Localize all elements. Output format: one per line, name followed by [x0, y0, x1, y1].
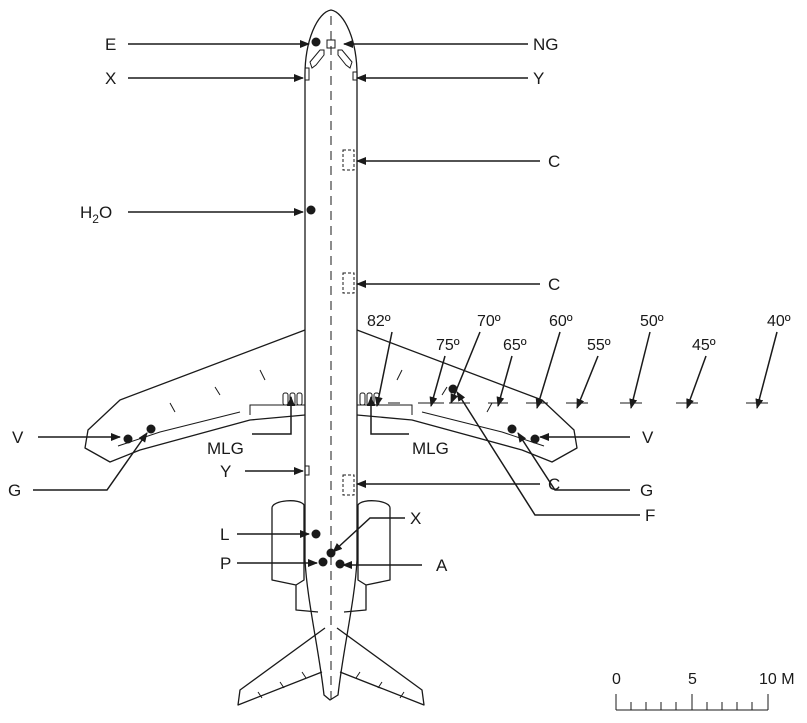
service-point-V-right [530, 434, 540, 444]
service-point-G-left [146, 424, 156, 434]
service-point-V-left [123, 434, 133, 444]
service-points [123, 37, 540, 569]
label-C-3: C [548, 475, 560, 494]
left-wing [84, 329, 306, 463]
access-panel [304, 67, 310, 81]
label-H2O: H2O [80, 203, 112, 226]
service-point-H2O [306, 205, 316, 215]
nose-gear-door [326, 39, 336, 49]
right-main-gear [359, 392, 380, 406]
label-Y-top: Y [533, 69, 544, 88]
service-point-L [311, 529, 321, 539]
angle-label: 70º [477, 313, 501, 330]
service-point-A [335, 559, 345, 569]
label-C-1: C [548, 152, 560, 171]
access-panel [304, 465, 310, 476]
label-MLG-right: MLG [412, 439, 449, 458]
service-point-X [326, 548, 336, 558]
label-V-right: V [642, 428, 654, 447]
left-engine [271, 500, 319, 613]
angle-label: 50º [640, 313, 664, 330]
angle-label: 55º [587, 337, 611, 354]
label-G-left: G [8, 481, 21, 500]
label-F: F [645, 506, 655, 525]
angle-label: 40º [767, 313, 791, 330]
right-wing-detail [396, 369, 493, 413]
scale-bar: 0 5 10 M [612, 671, 795, 711]
label-P: P [220, 554, 231, 573]
label-NG: NG [533, 35, 559, 54]
fuselage [304, 9, 358, 701]
callout-labels: E X H2O V G MLG Y L P NG Y C C MLG V C G… [8, 35, 655, 575]
label-L: L [220, 525, 229, 544]
right-wing-flap [357, 404, 545, 447]
label-G-right: G [640, 481, 653, 500]
scale-label-10: 10 M [759, 671, 795, 688]
angle-label: 82º [367, 313, 391, 330]
aircraft-plan-view [84, 9, 578, 706]
service-point-G-right [507, 424, 517, 434]
angle-label: 60º [549, 313, 573, 330]
callout-arrows [33, 40, 640, 569]
label-MLG-left: MLG [207, 439, 244, 458]
label-C-2: C [548, 275, 560, 294]
label-V-left: V [12, 428, 24, 447]
right-engine [343, 500, 391, 613]
wing-angle-references [374, 331, 778, 409]
right-wing [356, 329, 578, 463]
cockpit-window [309, 49, 325, 69]
label-X-low: X [410, 509, 421, 528]
horizontal-stabilizer [237, 627, 425, 706]
label-X-top: X [105, 69, 116, 88]
stabilizer-detail [257, 671, 405, 699]
service-point-P [318, 557, 328, 567]
label-Y-left: Y [220, 462, 231, 481]
left-wing-detail [169, 369, 266, 413]
label-E: E [105, 35, 116, 54]
angle-label: 75º [436, 337, 460, 354]
cockpit-window [337, 49, 353, 69]
angle-label: 65º [503, 337, 527, 354]
cargo-door [342, 272, 355, 294]
cargo-door [342, 149, 355, 171]
cargo-door [342, 474, 355, 496]
service-point-E [311, 37, 321, 47]
angle-labels: 82º 75º 70º 65º 60º 55º 50º 45º 40º [367, 313, 791, 354]
scale-label-0: 0 [612, 671, 621, 688]
scale-label-5: 5 [688, 671, 697, 688]
left-main-gear [282, 392, 303, 406]
angle-label: 45º [692, 337, 716, 354]
label-A: A [436, 556, 448, 575]
